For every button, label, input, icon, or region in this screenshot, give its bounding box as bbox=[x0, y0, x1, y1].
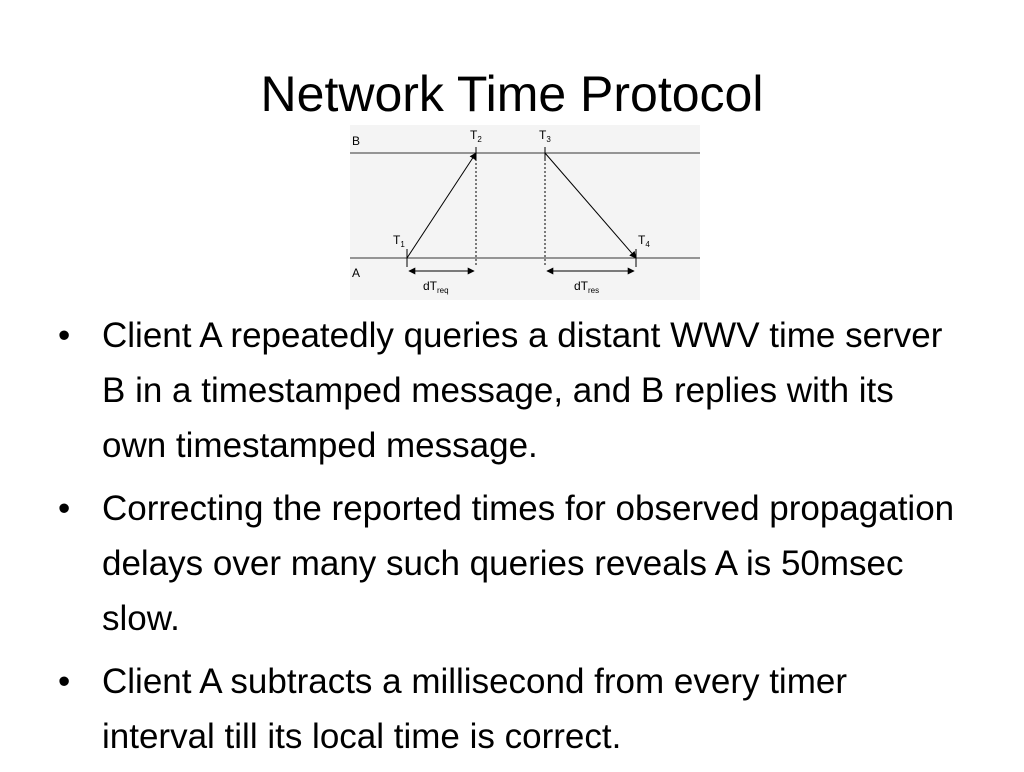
request-arrow bbox=[406, 152, 477, 259]
bullet-list: • Client A repeatedly queries a distant … bbox=[58, 308, 958, 772]
response-arrow bbox=[544, 152, 637, 259]
bullet-marker: • bbox=[58, 489, 71, 528]
bullet-text: Client A subtracts a millisecond from ev… bbox=[102, 662, 847, 756]
bullet-item: • Client A repeatedly queries a distant … bbox=[58, 308, 958, 473]
label-t4: T4 bbox=[638, 233, 650, 249]
timeline-a-label: A bbox=[352, 266, 360, 280]
bullet-item: • Client A subtracts a millisecond from … bbox=[58, 654, 958, 764]
bullet-marker: • bbox=[58, 662, 71, 701]
label-t1: T1 bbox=[393, 233, 405, 249]
label-dt-res: dTres bbox=[574, 279, 599, 295]
label-t2: T2 bbox=[470, 128, 482, 144]
bullet-text: Client A repeatedly queries a distant WW… bbox=[102, 316, 943, 465]
diagram-background bbox=[350, 125, 700, 300]
bullet-text: Correcting the reported times for observ… bbox=[102, 489, 955, 638]
label-dt-req: dTreq bbox=[423, 279, 449, 295]
label-t3: T3 bbox=[539, 128, 551, 144]
slide-title: Network Time Protocol bbox=[260, 66, 764, 122]
bullet-item: • Correcting the reported times for obse… bbox=[58, 481, 958, 646]
timeline-b-label: B bbox=[352, 134, 360, 148]
bullet-marker: • bbox=[58, 316, 71, 355]
ntp-timing-diagram: B A T1 T2 T3 T4 dTreq dTres bbox=[350, 125, 700, 300]
ntp-timing-svg: B A T1 T2 T3 T4 dTreq dTres bbox=[350, 125, 700, 300]
